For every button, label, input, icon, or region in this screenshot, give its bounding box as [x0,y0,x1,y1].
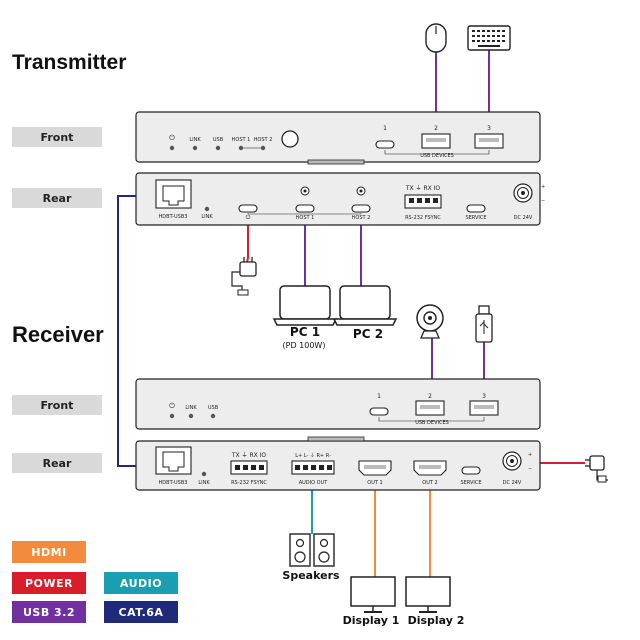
rx-rear-tag: Rear [12,453,102,473]
rx-rear-serial-top-label: TX ⏚ RX IO [231,452,267,459]
rx-front-port2-label: 2 [428,393,432,400]
rx-front-usb-devices-label: USB DEVICES [415,420,449,426]
power-adapter-rx-icon [585,455,608,483]
rx-rear-rj45-port[interactable] [155,446,192,475]
rx-front-port3-label: 3 [482,393,486,400]
laptop-pc2-icon [332,285,398,326]
tx-rear-link-label: LINK [201,214,213,220]
usb-flash-drive-icon [475,305,493,343]
rx-front-usb-label: USB [208,405,219,411]
speakers-label: Speakers [282,569,340,582]
tx-rear-host1-label: HOST 1 [296,215,315,221]
rx-rear-service-label: SERVICE [460,480,481,486]
pc2-label: PC 2 [353,327,383,341]
tx-rear-dc-label: DC 24V [514,215,533,221]
tx-front-host1-label: HOST 1 [232,137,251,143]
rx-front-power-label: ⏻ [169,402,175,410]
pc1-label: PC 1 [290,325,320,339]
transmitter-rear-panel: HDBT-USB3 LINK ⏻ HOST 1 HOST 2 TX ⏚ RX I… [135,172,545,226]
tx-front-host2-label: HOST 2 [254,137,273,143]
tx-front-usb-label: USB [213,137,224,143]
receiver-rear-panel: HDBT-USB3 LINK TX ⏚ RX IO RS-232 FSYNC L… [135,436,541,491]
transmitter-front-panel: ⏻ LINK USB HOST 1 HOST 2 1 2 3 USB DEVIC… [135,111,541,165]
rx-rear-out1-label: OUT 1 [367,480,382,486]
tx-front-select-button[interactable] [281,130,299,148]
svg-text:+: + [541,184,545,190]
rx-front-link-led [188,413,194,419]
svg-text:+: + [528,452,532,458]
legend-audio: AUDIO [104,572,178,594]
display1-icon [350,576,396,613]
tx-rear-pd-icon: ⏻ [246,214,251,221]
tx-rear-host1-port[interactable] [295,204,315,213]
tx-front-port1-label: 1 [383,125,387,132]
tx-rear-rj45-port[interactable] [155,179,192,209]
tx-front-power-led [169,145,175,151]
pc1-power-note: (PD 100W) [283,341,326,350]
rx-rear-serial-terminal[interactable] [230,460,268,475]
tx-rear-hdbt-label: HDBT-USB3 [159,214,188,220]
svg-text:−: − [528,466,532,472]
tx-rear-tag: Rear [12,188,102,208]
rx-rear-service-port[interactable] [461,466,481,475]
tx-rear-service-label: SERVICE [465,215,486,221]
rx-front-port1-label: 1 [377,393,381,400]
rx-front-usbc-port[interactable] [369,407,389,416]
legend-cat6a: CAT.6A [104,601,178,623]
tx-rear-usbc-pd-port[interactable] [238,204,258,213]
rx-rear-link-led [201,471,207,477]
tx-rear-service-port[interactable] [466,204,486,213]
speakers-icon [289,533,335,567]
tx-front-tag: Front [12,127,102,147]
tx-rear-serial-bottom-label: RS-232 FSYNC [405,215,441,221]
rx-rear-link-label: LINK [198,480,210,486]
tx-front-link-led [192,145,198,151]
rx-rear-serial-bottom-label: RS-232 FSYNC [231,480,267,486]
svg-text:−: − [541,198,545,204]
rx-rear-audio-bottom-label: AUDIO OUT [299,480,329,486]
webcam-icon [416,304,444,339]
rx-front-tag: Front [12,395,102,415]
tx-rear-host2-label: HOST 2 [352,215,371,221]
tx-front-port3-label: 3 [487,125,491,132]
tx-rear-serial-top-label: TX ⏚ RX IO [405,185,441,192]
power-adapter-icon [231,257,257,296]
tx-front-usb-led [215,145,221,151]
display2-label: Display 2 [408,614,465,627]
tx-rear-link-led [204,206,210,212]
laptop-pc1-icon [272,285,338,326]
display1-label: Display 1 [343,614,400,627]
power-cable-tx [246,215,249,263]
rx-rear-hdbt-label: HDBT-USB3 [159,480,188,486]
receiver-title: Receiver [12,322,104,347]
cat6a-cable [117,195,136,467]
rx-front-power-led [169,413,175,419]
transmitter-title: Transmitter [12,51,127,74]
display2-icon [405,576,451,613]
tx-front-usbc-port[interactable] [375,140,395,149]
legend-power: POWER [12,572,86,594]
tx-rear-host2-port[interactable] [351,204,371,213]
receiver-front-panel: ⏻ LINK USB 1 2 3 USB DEVICES [135,378,541,430]
legend-hdmi: HDMI [12,541,86,563]
tx-front-usb-devices-label: USB DEVICES [420,153,454,159]
rx-rear-audio-top-label: L+ L- ⏚ R+ R- [295,452,331,459]
keyboard-icon [467,25,511,51]
tx-front-port2-label: 2 [434,125,438,132]
rx-rear-out2-label: OUT 2 [422,480,437,486]
tx-front-link-label: LINK [189,137,201,143]
rx-front-usb-led [210,413,216,419]
legend-usb: USB 3.2 [12,601,86,623]
rx-front-link-label: LINK [185,405,197,411]
rx-rear-dc-label: DC 24V [503,480,522,486]
tx-front-power-label: ⏻ [169,134,175,142]
mouse-icon [425,23,447,53]
